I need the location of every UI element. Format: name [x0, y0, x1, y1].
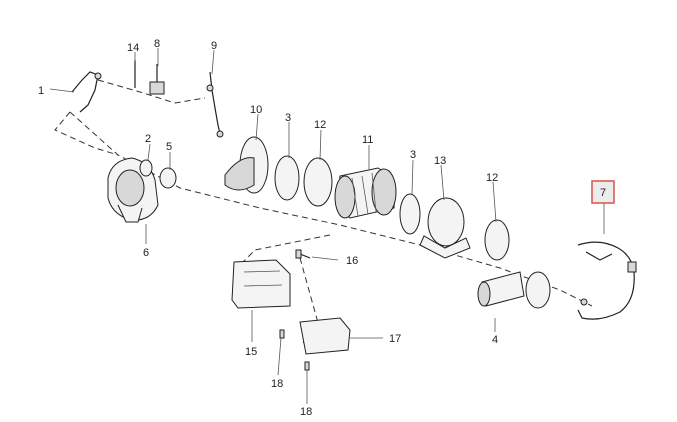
callout-17: 17 — [389, 333, 401, 345]
callout-13: 13 — [434, 155, 446, 167]
part-16-bolt[interactable] — [295, 249, 311, 259]
part-18-screw-b[interactable] — [304, 361, 310, 371]
callout-10: 10 — [250, 104, 262, 116]
part-12-clamp-b[interactable] — [484, 219, 510, 261]
part-5-flange[interactable] — [159, 167, 177, 189]
callout-1: 1 — [38, 85, 44, 97]
part-11-catalyst[interactable] — [334, 167, 397, 219]
callout-11: 11 — [362, 134, 373, 146]
callout-5: 5 — [166, 141, 172, 153]
part-1-sensor-wire[interactable] — [71, 71, 102, 113]
callout-12a: 12 — [314, 119, 326, 131]
part-4-outlet-pipe[interactable] — [477, 271, 551, 309]
callout-12b: 12 — [486, 172, 498, 184]
callout-3b: 3 — [410, 149, 416, 161]
callout-18a: 18 — [271, 378, 283, 390]
part-9-sensor[interactable] — [206, 71, 224, 138]
part-18-screw-a[interactable] — [279, 329, 285, 339]
callout-7-highlight — [591, 180, 615, 204]
callout-3a: 3 — [285, 112, 291, 124]
callout-15: 15 — [245, 346, 257, 358]
part-2-gasket[interactable] — [139, 159, 153, 177]
part-3-gasket-b[interactable] — [399, 193, 421, 235]
assembly-axis-left — [54, 111, 119, 156]
part-12-clamp-a[interactable] — [303, 157, 333, 207]
part-10-inlet-cone[interactable] — [224, 136, 269, 194]
leader-lines — [49, 48, 605, 404]
callout-14: 14 — [127, 42, 139, 54]
callout-9: 9 — [211, 40, 217, 52]
callout-18b: 18 — [300, 406, 312, 418]
part-8-connector[interactable] — [149, 64, 165, 95]
part-13-bracket-clamp[interactable] — [419, 197, 471, 259]
callout-4: 4 — [492, 334, 498, 346]
callout-8: 8 — [154, 38, 160, 50]
callout-16: 16 — [346, 255, 358, 267]
part-3-gasket-a[interactable] — [274, 155, 300, 201]
callout-6: 6 — [143, 247, 149, 259]
part-15-bracket-plate[interactable] — [231, 259, 291, 309]
callout-7: 7 — [600, 187, 606, 199]
callout-2: 2 — [145, 133, 151, 145]
part-17-small-bracket[interactable] — [299, 317, 351, 355]
part-7-wiring-harness[interactable] — [577, 241, 637, 320]
assembly-axis-upper — [97, 79, 206, 104]
